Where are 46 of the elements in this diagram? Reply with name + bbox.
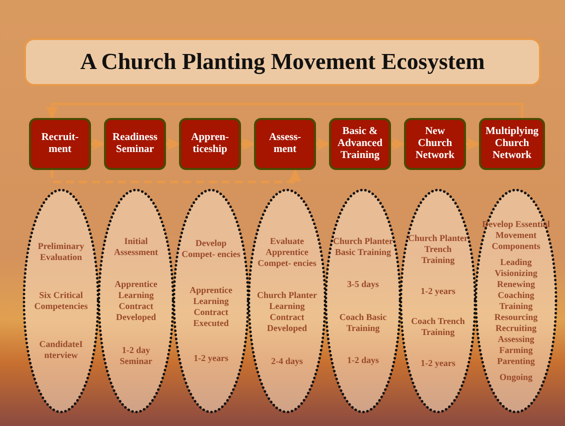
dotted-ellipse bbox=[172, 188, 250, 414]
ellipse-text: 1-2 years bbox=[420, 358, 456, 369]
arrow bbox=[91, 138, 106, 150]
ellipse-text: Develop Compet- encies bbox=[180, 238, 242, 260]
arrow bbox=[316, 138, 330, 150]
ellipse-text: Coach Basic Training bbox=[338, 312, 388, 334]
ellipse-text: 1-2 years bbox=[194, 352, 228, 364]
arrow bbox=[466, 138, 480, 150]
ellipse-text: Coach Trench Training bbox=[410, 316, 466, 338]
arrow bbox=[46, 102, 524, 120]
ellipse-text: Initial Assessment bbox=[113, 236, 159, 258]
ellipse-text: Ongoing bbox=[499, 372, 532, 383]
process-box: Readiness Seminar bbox=[104, 118, 166, 170]
ellipse-text: 2-4 days bbox=[271, 356, 303, 366]
dotted-ellipse bbox=[97, 188, 175, 414]
process-box: Assess- ment bbox=[254, 118, 316, 170]
dotted-ellipse bbox=[22, 188, 100, 414]
process-box: Multiplying Church Network bbox=[479, 118, 545, 170]
dotted-ellipse bbox=[247, 188, 327, 414]
ellipse-text: CandidateI nterview bbox=[38, 339, 84, 361]
arrow bbox=[241, 138, 256, 150]
ellipse-text: Apprentice Learning Contract Developed bbox=[114, 279, 158, 323]
ellipse-text: 1-2 years bbox=[420, 286, 456, 297]
ellipse-text: 3-5 days bbox=[347, 279, 379, 290]
process-box: New Church Network bbox=[404, 118, 466, 170]
ellipse-text: 1-2 day Seminar bbox=[118, 344, 154, 366]
ellipse-text: Leading Visionizing Renewing Coaching Training Resourcing Recruiting Assessing Farming Parenting bbox=[493, 257, 539, 367]
process-box: Appren- ticeship bbox=[179, 118, 241, 170]
ellipse-text: Church Planter Learning Contract Developed bbox=[256, 290, 318, 334]
arrow bbox=[50, 168, 302, 184]
process-box: Recruit- ment bbox=[29, 118, 91, 170]
title: A Church Planting Movement Ecosystem bbox=[24, 38, 541, 86]
ellipse-text: Church Planter Trench Training bbox=[407, 233, 469, 266]
ellipse-text: Develop Essential Movement Components bbox=[482, 219, 550, 252]
ellipse-text: Evaluate Apprentice Compet- encies bbox=[256, 236, 318, 268]
dotted-ellipse bbox=[324, 188, 402, 414]
arrow bbox=[391, 138, 406, 150]
ellipse-text: Apprentice Learning Contract Executed bbox=[188, 284, 234, 328]
ellipse-text: Six Critical Competencies bbox=[33, 290, 89, 312]
arrow bbox=[166, 138, 180, 150]
ellipse-text: Church Planter Basic Training bbox=[332, 236, 394, 258]
ellipse-text: 1-2 days bbox=[347, 355, 379, 366]
process-box: Basic & Advanced Training bbox=[329, 118, 391, 170]
dotted-ellipse bbox=[474, 188, 558, 414]
ellipse-text: Preliminary Evaluation bbox=[36, 241, 86, 263]
dotted-ellipse bbox=[399, 188, 477, 414]
